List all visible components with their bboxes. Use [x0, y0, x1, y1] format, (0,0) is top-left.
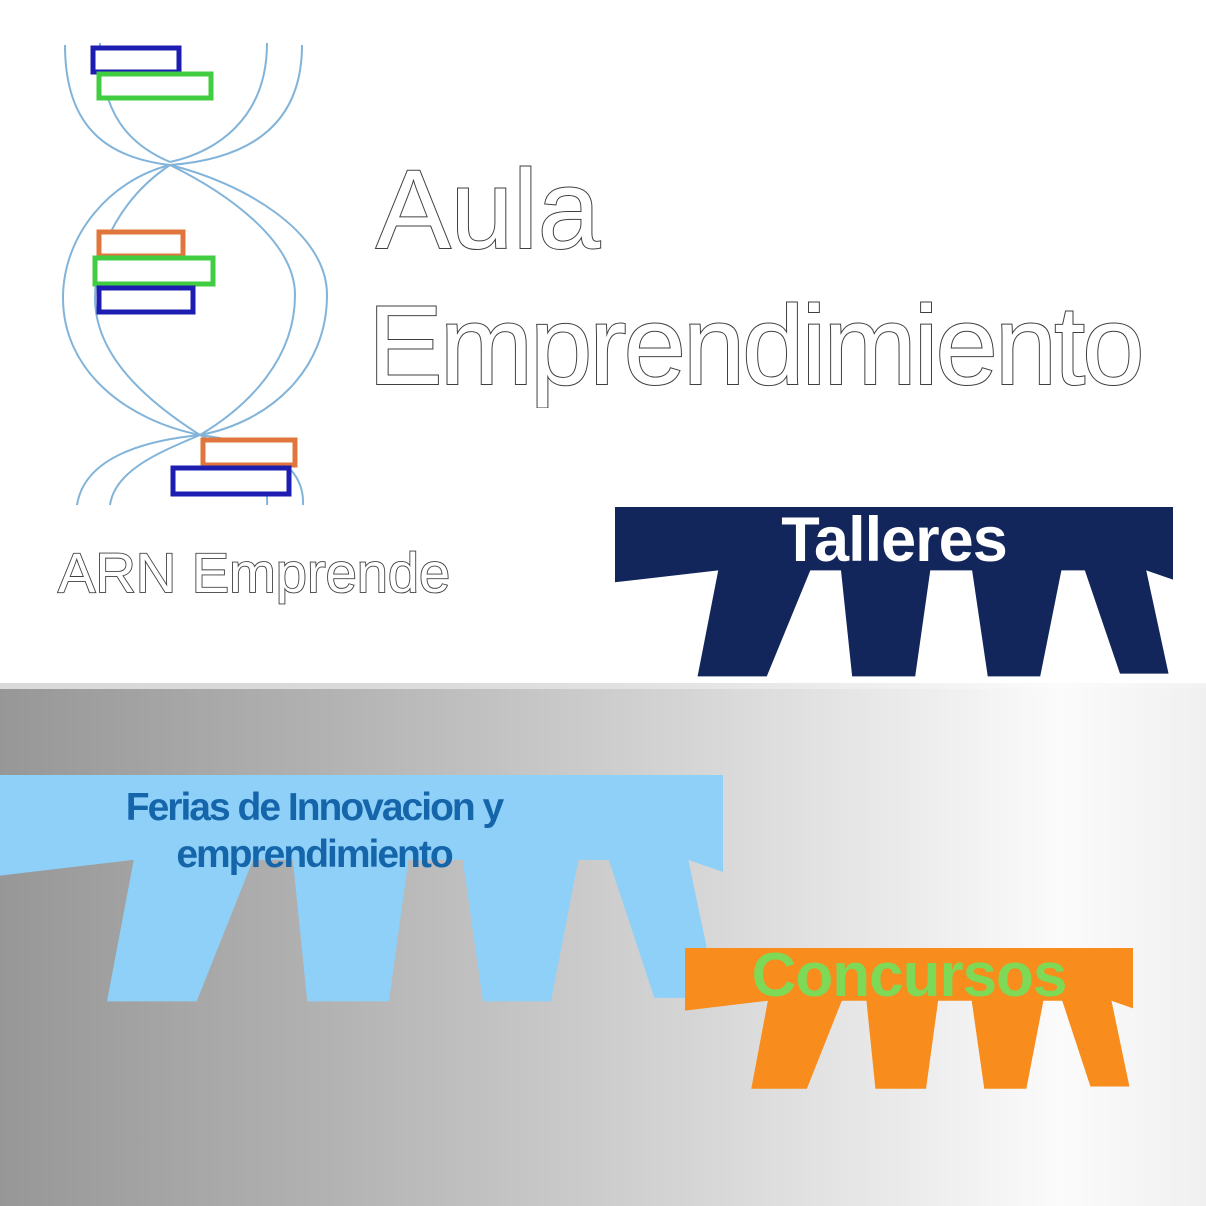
rung-blue-top	[90, 45, 182, 75]
rung-blue-middle	[96, 285, 196, 315]
ferias-label[interactable]: Ferias de Innovacion y emprendimiento	[0, 784, 628, 878]
logo-caption: ARN Emprende	[57, 540, 451, 605]
main-title: Aula Emprendimiento	[367, 148, 1146, 408]
rung-green-top	[96, 71, 214, 101]
rung-orange-bottom	[200, 437, 298, 468]
helix-rungs	[90, 45, 298, 497]
band-top-highlight	[0, 683, 1206, 689]
ferias-label-line1: Ferias de Innovacion y	[125, 786, 504, 829]
rung-green-middle	[92, 255, 216, 287]
dna-helix-logo	[61, 42, 329, 506]
title-line2: Emprendimiento	[368, 283, 1142, 408]
title-line1: Aula	[376, 148, 601, 272]
rung-blue-bottom	[170, 465, 292, 497]
talleres-label[interactable]: Talleres	[781, 505, 1007, 576]
rung-orange-middle	[96, 229, 186, 259]
concursos-label[interactable]: Concursos	[751, 941, 1068, 1010]
logo-caption-text: ARN Emprende	[58, 541, 450, 604]
ferias-label-line2: emprendimiento	[176, 833, 453, 876]
